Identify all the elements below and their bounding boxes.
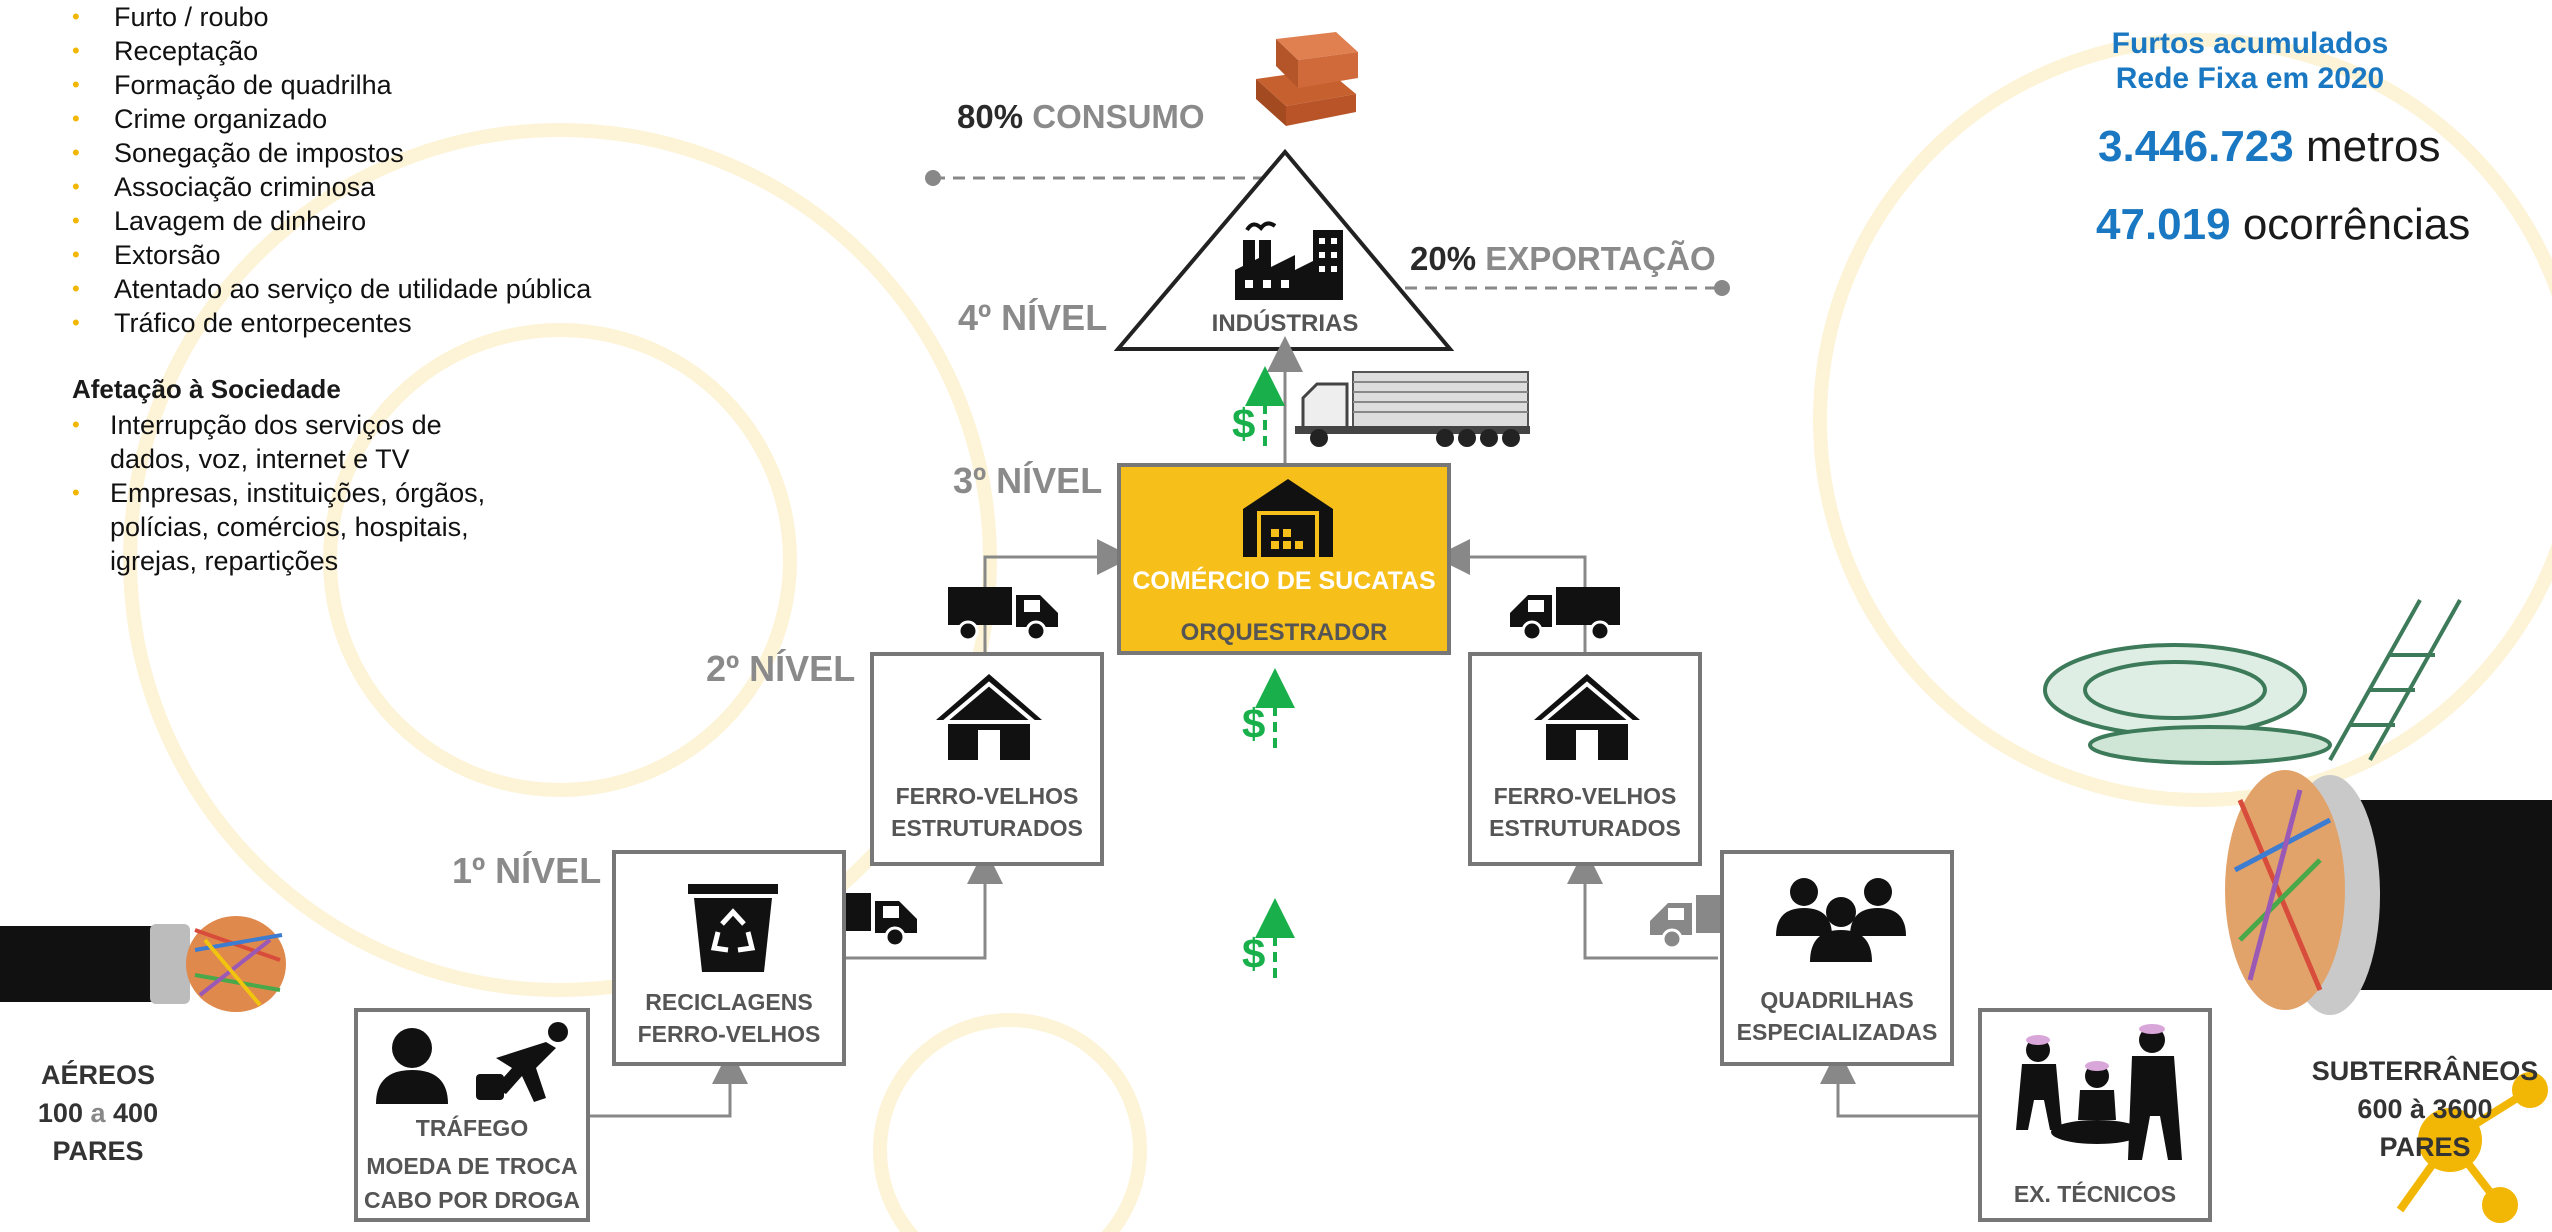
- consumo-line: [925, 170, 1265, 186]
- recycle-bin-icon: [688, 884, 778, 972]
- meters-unit: metros: [2305, 122, 2441, 171]
- sub-line2: 600 à 3600: [2357, 1094, 2493, 1124]
- level-3-label: 3º NÍVEL: [953, 460, 1103, 501]
- level-2-label: 2º NÍVEL: [706, 648, 856, 689]
- warehouse-icon: [1243, 479, 1333, 557]
- ex-tecnicos-box: EX. TÉCNICOS: [1978, 1008, 2212, 1222]
- sub-line3: PARES: [2379, 1132, 2471, 1162]
- list-item: Tráfico de entorpecentes: [72, 306, 632, 340]
- comercio-sucatas-box: COMÉRCIO DE SUCATAS ORQUESTRADOR: [1117, 463, 1451, 655]
- meters-value: 3.446.723: [2098, 122, 2294, 171]
- society-title: Afetação à Sociedade: [72, 374, 341, 404]
- level-4-label: 4º NÍVEL: [958, 297, 1108, 338]
- stats-title-line1: Furtos acumulados: [2111, 27, 2389, 60]
- money-label-top: $: [1232, 400, 1256, 447]
- money-label-mid: $: [1242, 700, 1266, 747]
- consumo-text: CONSUMO: [1032, 98, 1205, 135]
- trafego-line2: MOEDA DE TROCA: [366, 1153, 578, 1179]
- trafego-box: TRÁFEGO MOEDA DE TROCA CABO POR DROGA: [354, 1008, 590, 1222]
- list-item: Atentado ao serviço de utilidade pública: [72, 272, 632, 306]
- list-item: Formação de quadrilha: [72, 68, 632, 102]
- underground-cable-image: [2225, 770, 2552, 1015]
- stats-meters: 3.446.723 metros: [2098, 122, 2440, 172]
- aereos-min: 100: [37, 1098, 83, 1128]
- aereos-max: 400: [113, 1098, 159, 1128]
- ferro-velhos-left-box: FERRO-VELHOS ESTRUTURADOS: [870, 652, 1104, 866]
- ferro-left-line2: ESTRUTURADOS: [891, 815, 1083, 841]
- truck-icon-right-upper: [1508, 585, 1620, 646]
- quadrilhas-box: QUADRILHAS ESPECIALIZADAS: [1720, 850, 1954, 1066]
- list-item: Extorsão: [72, 238, 632, 272]
- export-pct: 20%: [1410, 240, 1477, 277]
- occurrences-unit: ocorrências: [2242, 200, 2471, 249]
- level-1-label: 1º NÍVEL: [452, 850, 602, 891]
- money-label-bottom: $: [1242, 930, 1266, 977]
- reciclagens-box: RECICLAGENS FERRO-VELHOS: [612, 850, 846, 1066]
- thief-icon: [476, 1022, 568, 1102]
- sub-line1: SUBTERRÂNEOS: [2311, 1056, 2539, 1086]
- quad-line1: QUADRILHAS: [1760, 987, 1914, 1013]
- list-item: Empresas, instituições, órgãos, polícias…: [72, 476, 492, 578]
- list-item: Lavagem de dinheiro: [72, 204, 632, 238]
- consumo-label: 80% CONSUMO: [957, 98, 1205, 136]
- recic-line1: RECICLAGENS: [645, 989, 813, 1015]
- aereos-line1: AÉREOS: [40, 1060, 156, 1090]
- list-item: Receptação: [72, 34, 632, 68]
- consumo-pct: 80%: [957, 98, 1024, 135]
- ferro-right-line2: ESTRUTURADOS: [1489, 815, 1681, 841]
- quad-line2: ESPECIALIZADAS: [1736, 1019, 1938, 1045]
- person-icon: [376, 1028, 448, 1104]
- industrias-label: INDÚSTRIAS: [1211, 310, 1359, 337]
- aerial-cable-image: [0, 916, 286, 1012]
- society-list: Interrupção dos serviços de dados, voz, …: [72, 408, 492, 578]
- stats-title: Furtos acumulados Rede Fixa em 2020: [2030, 26, 2470, 96]
- manhole-image: [2043, 599, 2462, 765]
- money-arrows: [1245, 366, 1295, 978]
- copper-bars-icon: [1236, 14, 1376, 129]
- tecnicos-label: EX. TÉCNICOS: [2013, 1181, 2177, 1207]
- subterraneos-caption: SUBTERRÂNEOS 600 à 3600 PARES: [2300, 1052, 2550, 1166]
- export-line: [1405, 280, 1730, 296]
- trafego-line3: CABO POR DROGA: [364, 1187, 580, 1213]
- aereos-line2: 100 a 400: [20, 1094, 176, 1132]
- trafego-line1: TRÁFEGO: [415, 1115, 529, 1141]
- list-item: Crime organizado: [72, 102, 632, 136]
- list-item: Sonegação de impostos: [72, 136, 632, 170]
- big-truck-icon: [1295, 370, 1530, 455]
- list-item: Furto / roubo: [72, 0, 632, 34]
- house-icon: [936, 674, 1042, 760]
- orquestrador-label: ORQUESTRADOR: [1180, 619, 1388, 646]
- stats-title-line2: Rede Fixa em 2020: [2115, 62, 2385, 95]
- network-icon: [2396, 1072, 2548, 1223]
- recic-line2: FERRO-VELHOS: [637, 1021, 821, 1047]
- aereos-line3: PARES: [52, 1136, 144, 1166]
- ferro-velhos-right-box: FERRO-VELHOS ESTRUTURADOS: [1468, 652, 1702, 866]
- factory-icon: [1235, 200, 1345, 305]
- group-icon: [1776, 878, 1906, 962]
- occurrences-value: 47.019: [2096, 200, 2231, 249]
- house-icon: [1534, 674, 1640, 760]
- aereos-caption: AÉREOS 100 a 400 PARES: [20, 1056, 176, 1170]
- comercio-label: COMÉRCIO DE SUCATAS: [1132, 567, 1436, 595]
- ferro-right-line1: FERRO-VELHOS: [1493, 783, 1677, 809]
- export-label: 20% EXPORTAÇÃO: [1410, 240, 1716, 278]
- export-text: EXPORTAÇÃO: [1485, 240, 1716, 277]
- workers-icon: [2016, 1024, 2182, 1160]
- list-item: Associação criminosa: [72, 170, 632, 204]
- ferro-left-line1: FERRO-VELHOS: [895, 783, 1079, 809]
- list-item: Interrupção dos serviços de dados, voz, …: [72, 408, 492, 476]
- stats-occurrences: 47.019 ocorrências: [2096, 200, 2470, 250]
- crimes-list: Furto / roubo Receptação Formação de qua…: [72, 0, 632, 340]
- truck-icon-left-upper: [948, 585, 1060, 646]
- aereos-sep: a: [90, 1098, 106, 1128]
